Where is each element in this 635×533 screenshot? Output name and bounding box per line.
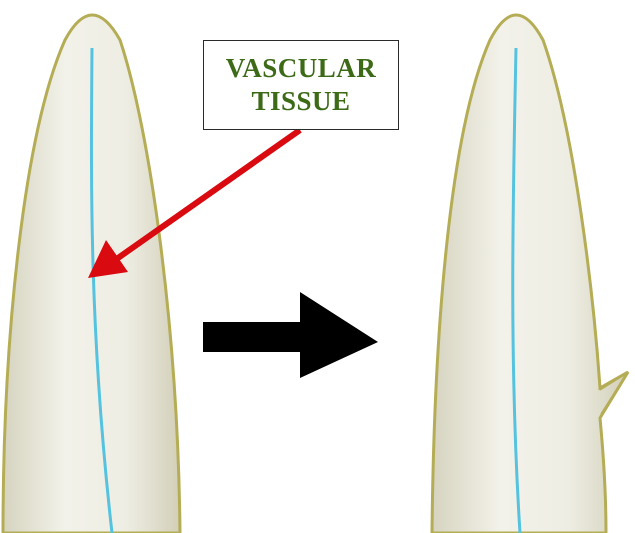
transition-arrow	[203, 292, 378, 378]
label-line-2: TISSUE	[251, 85, 350, 118]
root-after	[432, 15, 628, 533]
label-line-1: VASCULAR	[226, 52, 377, 85]
vascular-tissue-label: VASCULAR TISSUE	[203, 40, 399, 130]
root-after-body	[432, 15, 628, 533]
